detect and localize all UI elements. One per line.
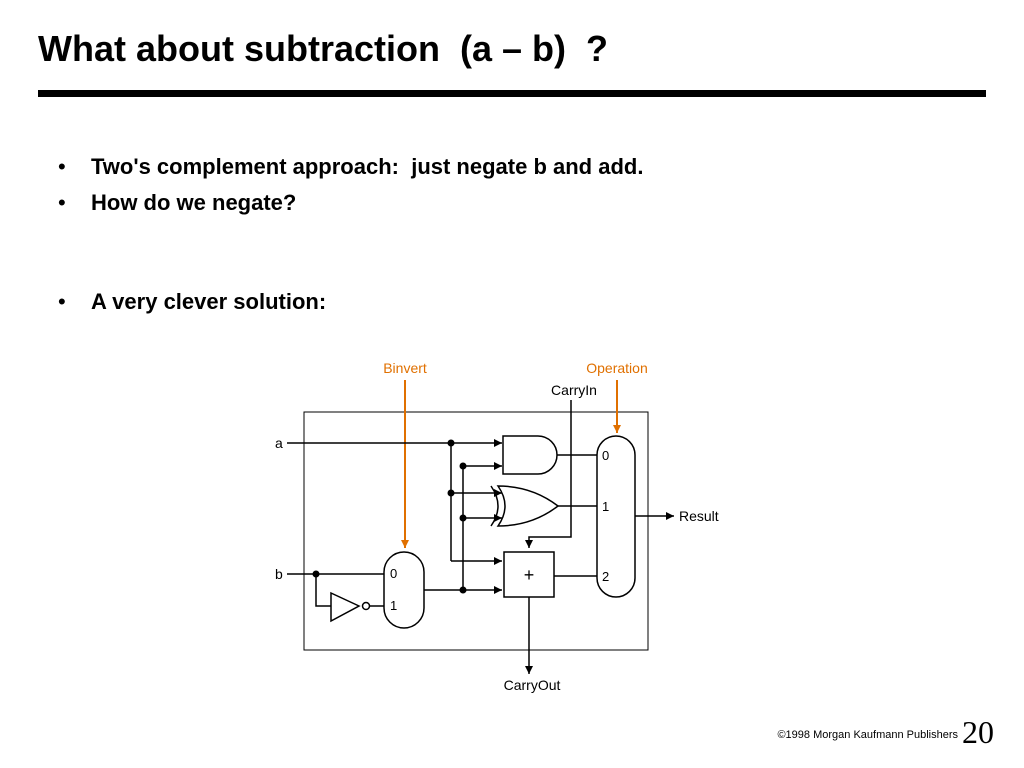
- alu-boundary-box: [303, 411, 649, 651]
- carry-in-label: CarryIn: [551, 382, 597, 398]
- adder-box: [503, 551, 555, 598]
- junction-dot: [459, 462, 467, 470]
- inverter-bubble: [361, 601, 371, 611]
- operation-label: Operation: [586, 360, 647, 376]
- bullet-item: • How do we negate?: [58, 190, 296, 294]
- input-b-label: b: [275, 566, 283, 582]
- or-gate: [496, 485, 560, 527]
- title-underline: [38, 90, 986, 97]
- input-a-label: a: [275, 435, 283, 451]
- carry-in-wire: [525, 400, 572, 548]
- inverter-gate: [330, 591, 361, 623]
- page-number: 20: [962, 714, 994, 750]
- bullet-marker: •: [58, 190, 66, 215]
- junction-dot: [447, 439, 455, 447]
- copyright-footer: ©1998 Morgan Kaufmann Publishers: [777, 729, 958, 741]
- adder-symbol: +: [524, 565, 535, 585]
- bullet-marker: •: [58, 154, 66, 179]
- b-to-inverter-wire: [315, 574, 331, 607]
- bullet-item: • Two's complement approach: just negate…: [58, 154, 643, 258]
- binvert-mux-port: 0: [390, 566, 397, 581]
- bullet-text: A very clever solution:: [91, 289, 327, 314]
- bullet-item: • A very clever solution:: [58, 289, 326, 393]
- operation-mux-port: 1: [602, 499, 609, 514]
- operation-mux-port: 2: [602, 569, 609, 584]
- binvert-label: Binvert: [383, 360, 427, 376]
- result-label: Result: [679, 508, 719, 524]
- operation-mux-port: 0: [602, 448, 609, 463]
- and-gate: [502, 435, 558, 475]
- junction-dot: [447, 489, 455, 497]
- junction-dot: [459, 514, 467, 522]
- binvert-mux: [383, 551, 425, 629]
- junction-dot: [459, 586, 467, 594]
- bullet-marker: •: [58, 289, 66, 314]
- bullet-list: • Two's complement approach: just negate…: [0, 0, 1024, 340]
- bullet-text: Two's complement approach: just negate b…: [91, 154, 644, 179]
- slide-title: What about subtraction (a – b) ?: [38, 28, 608, 69]
- bullet-text: How do we negate?: [91, 190, 297, 215]
- binvert-mux-port: 1: [390, 598, 397, 613]
- carry-out-label: CarryOut: [504, 677, 561, 693]
- or-gate-back-curve: [490, 485, 499, 527]
